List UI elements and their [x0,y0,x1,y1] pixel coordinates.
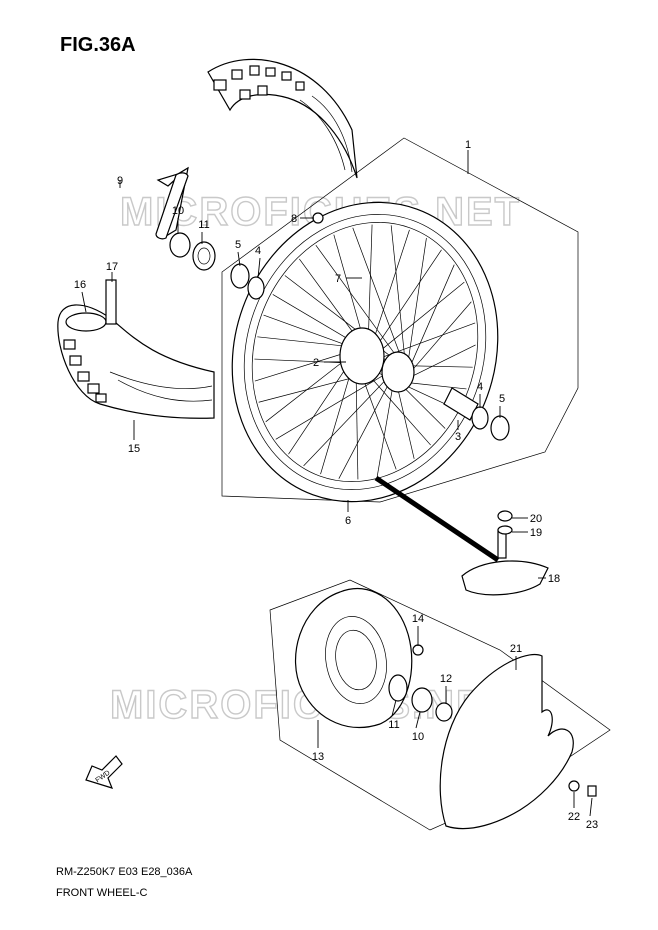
axle [155,166,189,240]
disc-cover-21 [439,653,574,830]
callout-13: 13 [312,751,324,763]
spoke [370,322,476,362]
callout-10-top: 10 [172,205,184,217]
footer-figure-name: FRONT WHEEL-C [56,887,148,899]
callout-18: 18 [548,573,560,585]
seal-11-right [388,674,408,702]
callout-9: 9 [117,175,123,187]
leader-lines [81,150,593,817]
spacer-10 [169,232,191,258]
callout-11-top: 11 [198,219,209,231]
spoke [390,225,406,364]
rim-lock-18 [461,560,549,596]
nipple-8 [312,212,324,224]
spoke [320,362,354,475]
callout-8: 8 [291,213,297,225]
seal-11 [192,241,216,271]
callout-21: 21 [510,643,522,655]
spoke [403,381,467,390]
callout-16: 16 [74,279,86,291]
callout-20: 20 [530,513,542,525]
spoke [254,350,354,382]
callout-22: 22 [568,811,580,823]
spoke [355,365,359,480]
callout-2: 2 [313,357,319,369]
footer-model-code: RM-Z250K7 E03 E28_036A [56,866,193,878]
nut-20 [497,510,513,522]
seal-5-right [490,415,510,441]
callout-1: 1 [465,139,471,151]
spoke [371,249,442,354]
callout-10-bottom: 10 [412,731,424,743]
bearing-4-right [471,406,489,430]
spoke [299,258,362,345]
rim-band [105,279,117,325]
spoke [407,264,455,372]
washer-22 [568,780,580,792]
callout-6: 6 [345,515,351,527]
spoke [407,301,472,376]
spoke [257,336,356,348]
seal-5-left [230,263,250,289]
bolt-23 [587,785,597,797]
washer-19 [497,525,513,535]
spoke [399,383,446,429]
fwd-arrow-icon: FWD [85,755,123,789]
callout-12: 12 [440,673,452,685]
callout-4-right: 4 [477,381,483,393]
spoke [358,367,397,470]
callout-23: 23 [586,819,598,831]
spoke [315,244,400,361]
callout-5-right: 5 [499,393,505,405]
spacer-3 [443,387,479,421]
bearing-4-left [247,276,265,300]
spoke [265,354,353,423]
tire-top [207,58,358,179]
spacer-10-right [411,687,433,713]
callout-19: 19 [530,527,542,539]
spoke [365,366,458,410]
spoke [406,238,427,368]
spoke [288,358,353,455]
bolt-14 [412,644,424,656]
tire-left [57,304,215,419]
callout-3: 3 [455,431,461,443]
collar-12 [435,702,453,722]
tube-stem-line [374,475,500,563]
assembly-frame [221,137,579,503]
callout-7: 7 [335,273,341,285]
figure-title: FIG.36A [60,34,136,56]
front-wheel [231,201,499,503]
callout-11-bottom: 11 [388,719,399,731]
spoke [333,234,366,345]
callout-4-left: 4 [255,245,261,257]
spoke [338,379,391,479]
callout-5-left: 5 [235,239,241,251]
callout-17: 17 [106,261,118,273]
spoke [367,224,373,347]
spoke [303,376,390,467]
callout-15: 15 [128,443,140,455]
spoke [396,383,415,459]
callout-14: 14 [412,613,424,625]
spoke [370,229,410,350]
spoke [275,372,389,440]
spoke [405,344,476,380]
brake-disc [294,587,413,728]
spoke [376,382,394,477]
spoke [371,281,465,358]
spoke [272,294,359,346]
